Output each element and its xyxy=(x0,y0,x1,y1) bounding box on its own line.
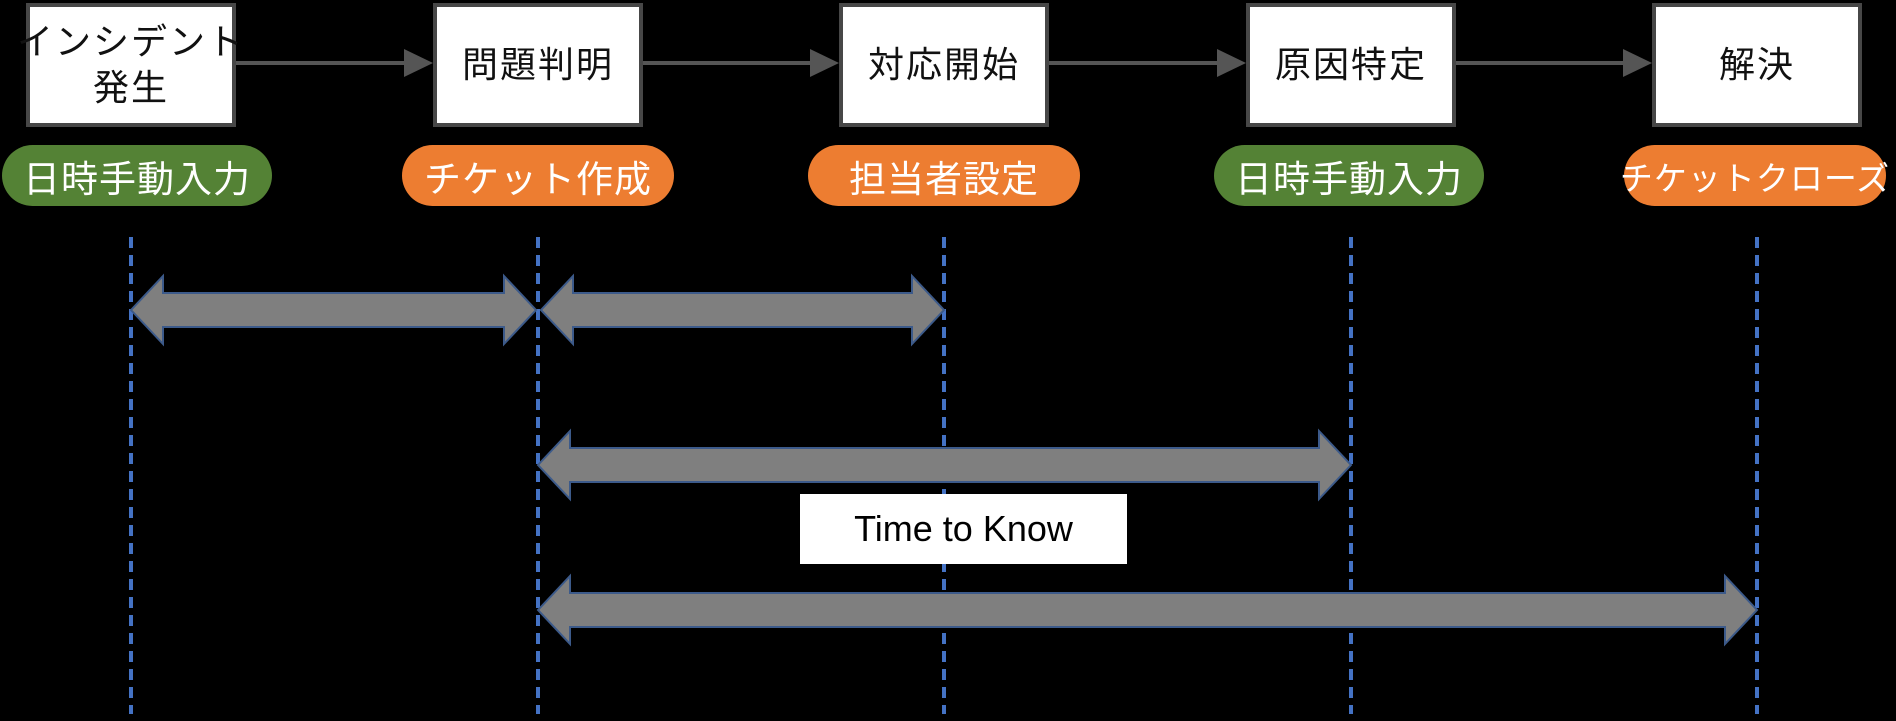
flow-arrow-icon-3 xyxy=(1049,49,1246,77)
time-to-know-label: Time to Know xyxy=(800,494,1127,564)
badge-manual-datetime-entry-1: 日時手動入力 xyxy=(2,145,272,206)
time-to-know-text: Time to Know xyxy=(854,508,1073,549)
flow-arrow-icon-4 xyxy=(1456,49,1652,77)
stage-box-response-started: 対応開始 xyxy=(839,3,1049,127)
timeline-dashed-line-resolution xyxy=(1755,237,1759,714)
timeline-dashed-line-problem xyxy=(536,237,540,714)
span-arrow-incident-to-problem xyxy=(129,273,538,347)
stage-title: 発生 xyxy=(92,67,169,108)
badge-ticket-created: チケット作成 xyxy=(402,145,674,206)
stage-box-cause-identified: 原因特定 xyxy=(1246,3,1456,127)
flow-arrow-icon-1 xyxy=(236,49,433,77)
stage-title: インシデント xyxy=(17,21,246,62)
span-arrow-time-to-know xyxy=(536,428,1353,502)
stage-title: 解決 xyxy=(1718,44,1795,85)
badge-assignee-set: 担当者設定 xyxy=(808,145,1080,206)
badge-ticket-closed: チケットクローズ xyxy=(1620,145,1889,206)
badge-label: チケット作成 xyxy=(424,158,652,200)
flow-arrow-icon-2 xyxy=(643,49,839,77)
stage-title: 問題判明 xyxy=(461,44,614,85)
span-arrow-time-to-resolve xyxy=(536,573,1759,647)
timeline-dashed-line-incident xyxy=(129,237,133,714)
stage-box-incident-occurred: インシデント 発生 xyxy=(17,3,243,127)
badge-label: 担当者設定 xyxy=(849,158,1039,200)
stage-box-problem-identified: 問題判明 xyxy=(433,3,643,127)
stage-title: 原因特定 xyxy=(1274,44,1427,85)
stage-title: 対応開始 xyxy=(867,44,1020,85)
badge-label: チケットクローズ xyxy=(1619,159,1891,197)
timeline-dashed-line-cause xyxy=(1349,237,1353,714)
badge-manual-datetime-entry-2: 日時手動入力 xyxy=(1214,145,1484,206)
stage-box-resolved: 解決 xyxy=(1652,3,1862,127)
badge-label: 日時手動入力 xyxy=(1235,158,1463,200)
badge-label: 日時手動入力 xyxy=(23,158,251,200)
span-arrow-problem-to-response xyxy=(539,273,946,347)
